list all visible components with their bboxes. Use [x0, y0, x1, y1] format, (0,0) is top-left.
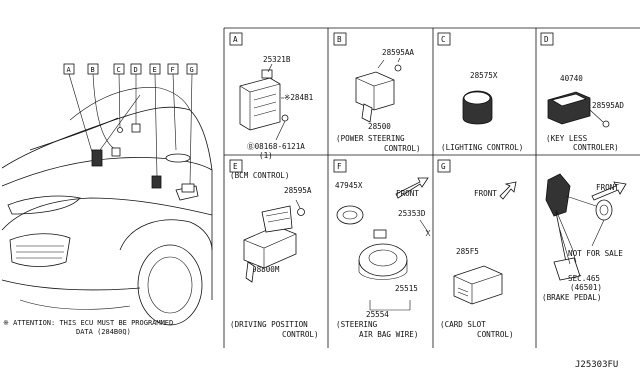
- front-label-f: FRONT: [396, 189, 419, 198]
- panel-e-letter: E: [233, 162, 238, 171]
- part-28500: 28500: [368, 122, 391, 131]
- part-28595a: 28595A: [284, 186, 312, 195]
- part-28595aa: 28595AA: [382, 48, 414, 57]
- panel-f-caption-2: AIR BAG WIRE): [359, 330, 418, 339]
- part-28575x: 28575X: [470, 71, 498, 80]
- panel-b-power-steering: B 28595AA 28500 (POWER STEERING CONTROL): [333, 32, 421, 153]
- diagram-id: J25303FU: [575, 360, 618, 370]
- panel-f-letter: F: [337, 162, 342, 171]
- panel-e-driving-position: E 28595A 98800M (DRIVING POSITION CONTRO…: [229, 159, 319, 339]
- front-arrow-h: FRONT: [591, 181, 627, 201]
- panel-c-caption: (LIGHTING CONTROL): [441, 143, 523, 152]
- panel-d-letter: D: [544, 35, 549, 44]
- panel-h-caption: (BRAKE PEDAL): [542, 293, 601, 302]
- front-arrow-g: FRONT: [474, 181, 517, 200]
- part-284b1: ※284B1: [284, 93, 314, 102]
- panel-d-caption-1: (KEY LESS: [546, 134, 588, 143]
- panel-f-caption-1: (STEERING: [336, 320, 378, 329]
- part-25353d: 25353D: [398, 209, 426, 218]
- sec-46501-label: (46501): [570, 283, 602, 292]
- panel-g-letter: G: [441, 162, 446, 171]
- front-arrow-f: FRONT: [395, 177, 429, 199]
- callout-label-b: B: [91, 66, 95, 74]
- sec-465-label: SEC.465: [568, 274, 600, 283]
- part-98800m: 98800M: [252, 265, 280, 274]
- panel-b-letter: B: [337, 35, 342, 44]
- part-qty-1: (1): [259, 151, 273, 160]
- part-08168-6121a: Ⓑ08168-6121A: [247, 142, 305, 151]
- panel-g-card-slot: G 285F5 FRONT (CARD SLOT CONTROL): [437, 159, 517, 339]
- panel-grid: [223, 27, 640, 348]
- front-label-h: FRONT: [596, 183, 619, 192]
- panel-e-caption-2: CONTROL): [282, 330, 319, 339]
- panel-f-steering-airbag: F 47945X 25353D 25515 25554 FRONT (STEER…: [333, 159, 431, 339]
- car-overview: A B C D E F G: [1, 63, 213, 326]
- front-label-g: FRONT: [474, 189, 497, 198]
- callout-label-c: C: [117, 66, 121, 74]
- callout-label-d: D: [134, 66, 138, 74]
- callout-label-a: A: [67, 66, 72, 74]
- part-285f5: 285F5: [456, 247, 479, 256]
- panel-c-letter: C: [441, 35, 446, 44]
- callout-label-f: F: [171, 66, 175, 74]
- panel-a-caption: (BCM CONTROL): [230, 171, 289, 180]
- panel-d-keyless: D 40740 28595AD (KEY LESS CONTROLER): [540, 32, 624, 152]
- panel-g-caption-1: (CARD SLOT: [440, 320, 486, 329]
- part-47945x: 47945X: [335, 181, 363, 190]
- panel-b-caption-1: (POWER STEERING: [336, 134, 405, 143]
- panel-a-letter: A: [233, 35, 238, 44]
- callout-boxes: A B C D E F G: [63, 63, 198, 75]
- part-25515: 25515: [395, 284, 418, 293]
- panel-c-lighting: C 28575X (LIGHTING CONTROL): [437, 32, 523, 152]
- panel-g-caption-2: CONTROL): [477, 330, 514, 339]
- panel-a-bcm: A 25321B ※284B1 Ⓑ08168-6121A (1) (BCM CO…: [229, 32, 314, 180]
- part-25554: 25554: [366, 310, 389, 319]
- callout-label-g: G: [190, 66, 194, 74]
- panel-d-caption-2: CONTROLER): [573, 143, 619, 152]
- panel-e-caption-1: (DRIVING POSITION: [230, 320, 308, 329]
- not-for-sale-label: NOT FOR SALE: [568, 249, 623, 258]
- callout-label-e: E: [153, 66, 157, 74]
- part-40740: 40740: [560, 74, 583, 83]
- attention-line-1: ※ ATTENTION: THIS ECU MUST BE PROGRAMMED: [3, 319, 173, 327]
- part-25321b: 25321B: [263, 55, 291, 64]
- panel-h-brake-pedal: FRONT NOT FOR SALE SEC.465 (46501) (BRAK…: [542, 173, 627, 302]
- attention-line-2: DATA (284B0Q): [76, 328, 131, 336]
- panel-b-caption-2: CONTROL): [384, 144, 421, 153]
- part-28595ad: 28595AD: [592, 101, 624, 110]
- bcm-module-mark: [91, 149, 103, 167]
